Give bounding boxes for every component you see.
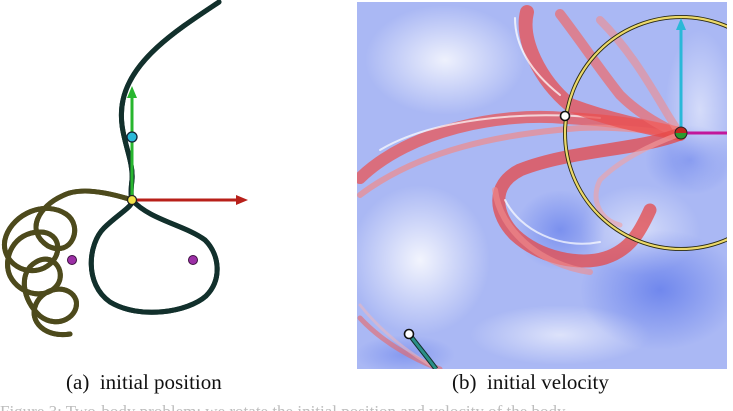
velocity-y-arrowhead — [676, 18, 686, 30]
mass-right — [188, 255, 198, 265]
caption-a: (a) initial position — [66, 370, 222, 395]
velocity-circle — [563, 15, 727, 251]
caption-b-text: initial velocity — [487, 370, 609, 394]
x-axis-arrowhead — [236, 195, 248, 205]
mass-left — [67, 255, 77, 265]
y-axis-arrowhead — [127, 86, 137, 98]
body-marker — [674, 126, 688, 140]
yellow-trajectory — [4, 191, 132, 335]
origin-handle[interactable] — [126, 194, 138, 206]
caption-a-label: (a) — [66, 370, 90, 394]
position-axes — [127, 86, 248, 205]
caption-b-label: (b) — [452, 370, 477, 394]
panel-a-initial-position — [4, 0, 248, 335]
cut-off-caption-line: Figure 3: Two-body problem: we rotate th… — [0, 402, 733, 411]
cyan-handle[interactable] — [126, 131, 138, 143]
trajectory-handle[interactable] — [403, 328, 415, 340]
caption-a-text: initial position — [99, 370, 222, 394]
velocity-axes — [676, 18, 727, 135]
caption-b: (b) initial velocity — [452, 370, 609, 395]
panel-b-initial-velocity — [357, 2, 727, 369]
circle-handle[interactable] — [559, 110, 571, 122]
teal-trajectory — [91, 0, 222, 312]
